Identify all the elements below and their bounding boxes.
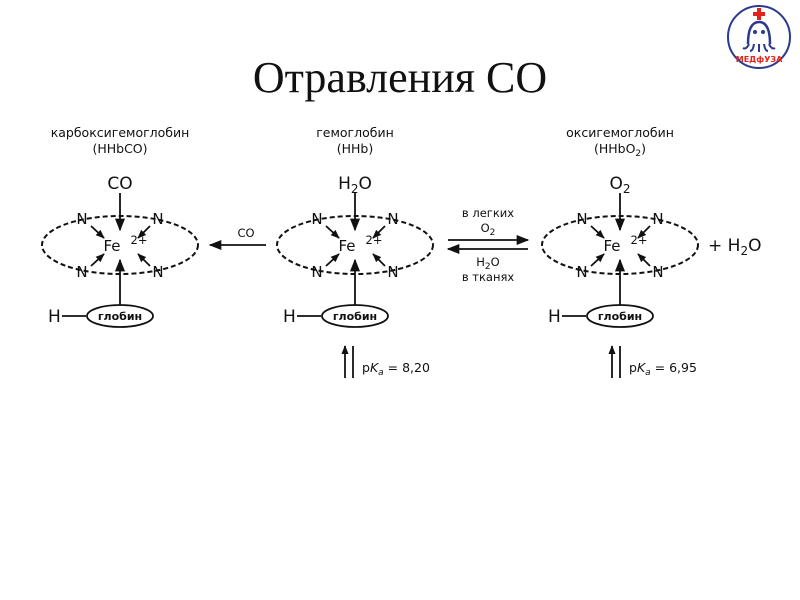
reagent-co: CO [237, 226, 254, 240]
nitrogen-atom: N [652, 210, 663, 228]
iron-charge: 2+ [631, 233, 648, 247]
reaction-arrow-co: CO [208, 226, 266, 251]
complex-hemoglobin: гемоглобин (HHb) H2O N N N N Fe 2+ H гло… [276, 125, 434, 378]
nitrogen-atom: N [311, 263, 322, 281]
histidine-h: H [48, 307, 61, 327]
logo-text: МЕДфУЗА [736, 55, 783, 64]
nitrogen-atom: N [152, 263, 163, 281]
iron-charge: 2+ [131, 233, 148, 247]
iron-charge: 2+ [366, 233, 383, 247]
species-name: карбоксигемоглобин [51, 125, 190, 140]
iron-atom: Fe [103, 237, 120, 255]
histidine-h: H [548, 307, 561, 327]
species-name: оксигемоглобин [566, 125, 674, 140]
nitrogen-atom: N [387, 263, 398, 281]
pka-label: pKa = 6,95 [629, 360, 697, 378]
histidine-h: H [283, 307, 296, 327]
nitrogen-atom: N [76, 263, 87, 281]
reaction-equilibrium: в легких O2 H2O в тканях [446, 206, 530, 284]
iron-atom: Fe [338, 237, 355, 255]
h2o-label: H2O [476, 255, 499, 272]
complex-oxyhemoglobin: оксигемоглобин (HHbO2) O2 N N N N Fe 2+ … [541, 125, 699, 378]
product-water: + H2O [708, 236, 761, 258]
medfuza-logo: МЕДфУЗА [727, 5, 791, 69]
nitrogen-atom: N [576, 210, 587, 228]
globin-label: глобин [598, 310, 642, 323]
iron-atom: Fe [603, 237, 620, 255]
nitrogen-atom: N [311, 210, 322, 228]
complex-carboxyhemoglobin: карбоксигемоглобин (HHbCO) CO N N N N Fe… [41, 125, 199, 328]
ligand-h2o: H2O [338, 174, 372, 196]
nitrogen-atom: N [652, 263, 663, 281]
pka-label: pKa = 8,20 [362, 360, 430, 378]
lungs-label: в легких [462, 206, 514, 220]
species-name: гемоглобин [316, 125, 394, 140]
ligand-co: CO [107, 174, 132, 194]
nitrogen-atom: N [576, 263, 587, 281]
page-title: Отравления СО [252, 53, 548, 102]
o2-label: O2 [481, 221, 496, 238]
species-formula: (HHbCO) [92, 141, 147, 156]
species-formula: (HHb) [337, 141, 374, 156]
globin-label: глобин [98, 310, 142, 323]
ligand-o2: O2 [609, 174, 630, 196]
globin-label: глобин [333, 310, 377, 323]
nitrogen-atom: N [152, 210, 163, 228]
nitrogen-atom: N [387, 210, 398, 228]
species-formula: (HHbO2) [594, 141, 646, 159]
tissues-label: в тканях [462, 270, 515, 284]
nitrogen-atom: N [76, 210, 87, 228]
